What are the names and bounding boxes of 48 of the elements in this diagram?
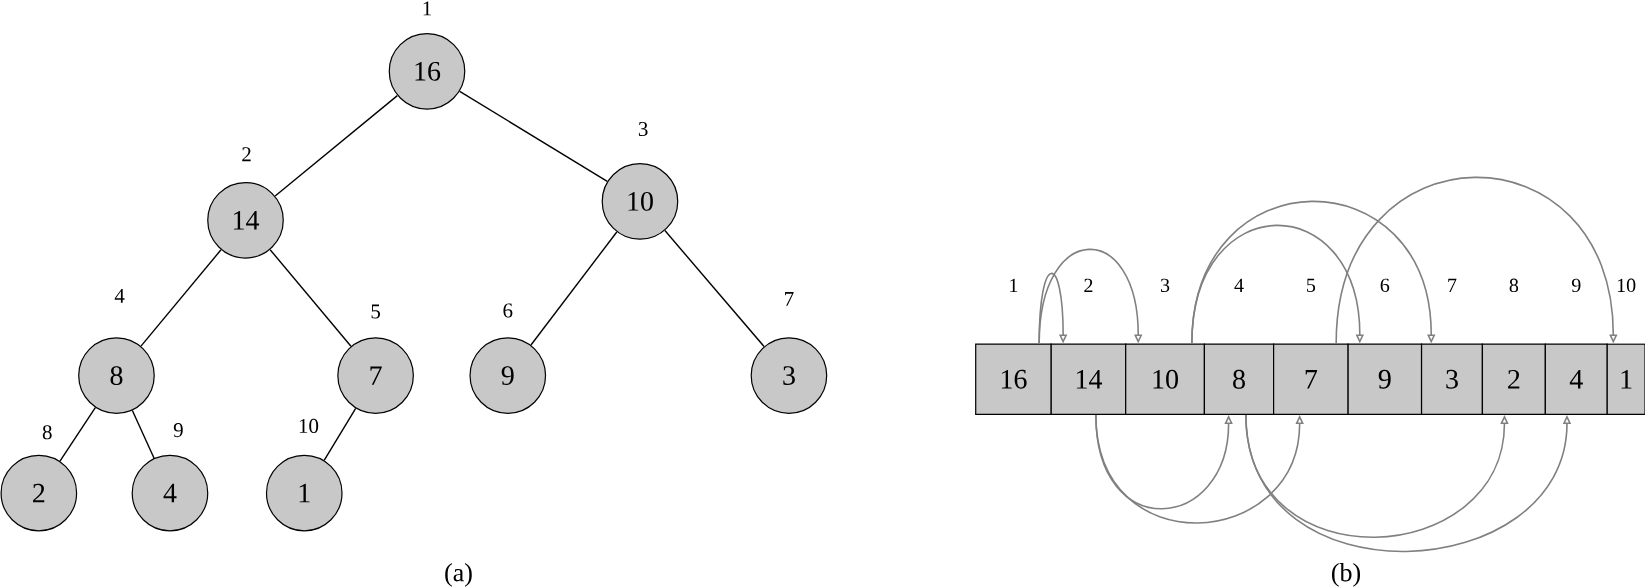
array-cell: 4 [1544,343,1608,415]
index-label: 2 [242,147,251,162]
index-label: 5 [371,304,380,319]
curved-arrow [1191,200,1436,345]
array-cell: 1 [1606,343,1645,415]
curved-arrow [1245,414,1509,538]
tree-edge [459,90,608,183]
index-label: 10 [1617,278,1636,293]
index-label: 10 [299,418,319,433]
tree-edge [664,229,765,348]
index-label: 9 [1571,278,1581,293]
tree-edge [323,407,357,461]
array-cell: 16 [975,343,1052,415]
index-label: 4 [1234,278,1244,292]
curved-arrow [1335,176,1618,345]
tree-edge [269,249,352,347]
index-label: 4 [114,288,125,303]
tree-edge [530,231,618,346]
tree-edge [140,249,222,347]
index-label: 1 [1010,278,1018,292]
index-label: 7 [1448,278,1457,292]
index-label: 3 [638,121,648,137]
caption-label: (a) [445,563,472,587]
index-label: 6 [503,303,513,318]
index-label: 6 [1380,278,1390,293]
index-label: 3 [1161,278,1170,293]
index-label: 8 [42,425,52,440]
array-cell: 14 [1050,343,1127,415]
curved-arrow [1095,414,1233,510]
tree-edge [131,409,155,459]
index-label: 2 [1084,278,1093,292]
index-label: 8 [1509,278,1519,293]
curved-arrow [1038,272,1068,345]
index-label: 9 [173,423,183,438]
array-cell: 3 [1420,343,1483,415]
tree-edge [274,94,399,197]
array-cell: 10 [1125,343,1205,415]
array-cell: 8 [1203,343,1275,415]
curved-arrow [1095,414,1304,524]
index-label: 7 [785,292,794,306]
tree-edge [59,406,97,462]
array-cell: 2 [1481,343,1546,415]
array-cell: 7 [1273,343,1349,415]
index-label: 5 [1307,278,1316,292]
array-cell: 9 [1347,343,1423,415]
index-label: 1 [423,1,431,16]
caption-label: (b) [1332,563,1360,587]
curved-arrow [1038,248,1143,345]
